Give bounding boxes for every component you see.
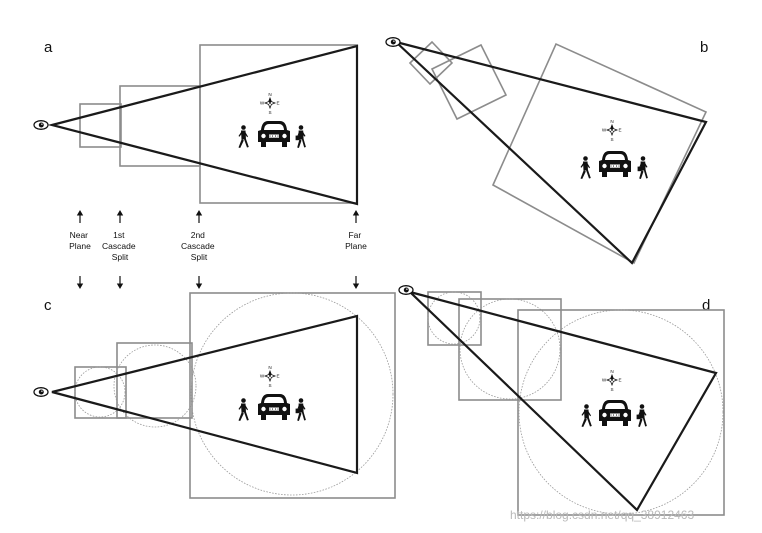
bounding-circle-far	[190, 292, 394, 496]
cascade-box-far	[189, 292, 396, 499]
arrow-down-icon	[352, 275, 360, 290]
pedestrian-icon	[295, 398, 306, 421]
far-plane-label: Far Plane	[345, 230, 367, 251]
cascade-box-far	[517, 309, 725, 516]
compass-south: S	[268, 110, 271, 115]
second-cascade-split-label: 2nd Cascade Split	[181, 230, 217, 262]
first-cascade-split-label: 1st Cascade Split	[102, 230, 138, 262]
cascade-box-middle	[116, 342, 193, 419]
cascade-box-near	[79, 103, 122, 148]
pedestrian-icon	[238, 398, 249, 421]
view-frustum	[51, 314, 359, 475]
compass-south: S	[610, 137, 613, 142]
panel-c: c N S E W	[33, 292, 396, 499]
car-icon	[598, 150, 632, 178]
watermark: https://blog.csdn.net/qq_38912463	[510, 508, 694, 522]
eye-icon	[398, 285, 414, 295]
view-frustum	[47, 44, 359, 206]
bounding-circle-near	[427, 291, 481, 345]
arrow-up-icon	[352, 209, 360, 224]
compass-south: S	[268, 383, 271, 388]
panel-label-b: b	[700, 39, 708, 56]
car-icon	[257, 393, 291, 421]
compass-east: E	[276, 374, 279, 379]
eye-icon	[33, 120, 49, 130]
compass-west: W	[602, 128, 607, 133]
car-icon	[257, 120, 291, 148]
cascade-box-middle	[430, 43, 508, 121]
eye-icon	[33, 387, 49, 397]
cascade-box-far	[491, 42, 708, 265]
arrow-down-icon	[76, 275, 84, 290]
pedestrian-icon	[295, 125, 306, 148]
arrow-down-icon	[195, 275, 203, 290]
compass-north: N	[610, 369, 613, 374]
split-annotations: Near Plane 1st Cascade Split 2nd Cascade…	[69, 209, 367, 290]
compass-east: E	[276, 101, 279, 106]
compass-west: W	[260, 374, 265, 379]
arrow-up-icon	[116, 209, 124, 224]
compass-icon: N S E W	[602, 369, 622, 392]
view-frustum	[395, 40, 708, 265]
arrow-up-icon	[195, 209, 203, 224]
car-icon	[598, 399, 632, 427]
eye-icon	[385, 37, 401, 47]
bounding-circle-middle	[113, 344, 197, 428]
compass-south: S	[610, 387, 613, 392]
compass-north: N	[268, 365, 271, 370]
bounding-circle-middle	[459, 298, 561, 400]
panel-label-d: d	[702, 297, 710, 314]
panel-d: d N S E W	[398, 285, 725, 516]
panel-label-a: a	[44, 39, 53, 56]
arrow-up-icon	[76, 209, 84, 224]
pedestrian-icon	[238, 125, 249, 148]
compass-north: N	[610, 119, 613, 124]
pedestrian-icon	[636, 404, 647, 427]
near-plane-label: Near Plane	[69, 230, 91, 251]
pedestrian-icon	[637, 156, 648, 179]
arrow-down-icon	[116, 275, 124, 290]
view-frustum	[406, 289, 718, 512]
pedestrian-icon	[581, 404, 592, 427]
bounding-circle-near	[74, 366, 126, 418]
cascade-box-near	[427, 291, 482, 346]
compass-north: N	[268, 92, 271, 97]
compass-icon: N S E W	[602, 119, 622, 142]
compass-west: W	[260, 101, 265, 106]
panel-b: b N S E W	[385, 37, 708, 265]
compass-west: W	[602, 378, 607, 383]
panel-a: a N S E W	[33, 39, 359, 206]
compass-east: E	[618, 128, 621, 133]
panel-label-c: c	[44, 297, 52, 314]
compass-east: E	[618, 378, 621, 383]
bounding-circle-far	[518, 309, 724, 515]
compass-icon: N S E W	[260, 365, 280, 388]
pedestrian-icon	[580, 156, 591, 179]
compass-icon: N S E W	[260, 92, 280, 115]
